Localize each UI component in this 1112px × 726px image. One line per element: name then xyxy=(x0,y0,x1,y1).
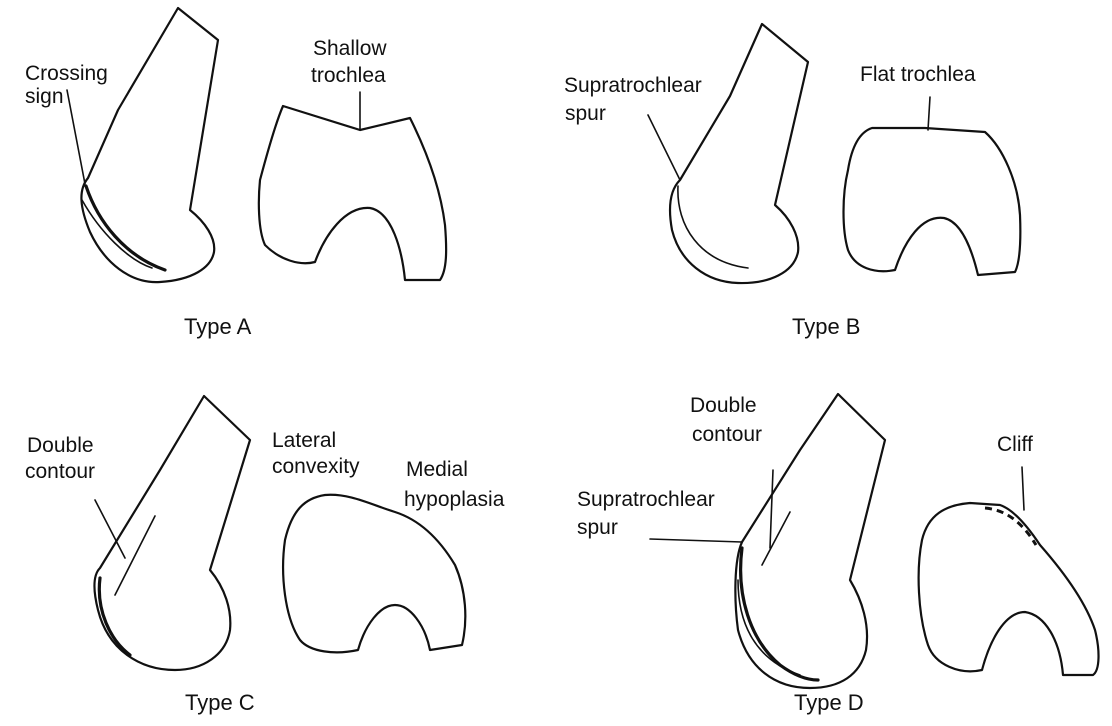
type-d-cliff-dashed-line xyxy=(985,508,1036,545)
type-c-lateral-convexity-label-1: Lateral xyxy=(272,429,336,452)
type-b-spur-label-1: Supratrochlear xyxy=(564,74,702,97)
type-d-cliff-label: Cliff xyxy=(997,433,1033,456)
type-d-double-contour-leader xyxy=(770,470,773,548)
type-b-spur-label-2: spur xyxy=(565,102,606,125)
type-b-trochlea-label: Flat trochlea xyxy=(860,63,976,86)
type-a-crossing-leader xyxy=(67,90,85,184)
type-a-trochlea-label-1: Shallow xyxy=(313,37,387,60)
type-d-spur-leader xyxy=(650,539,742,542)
type-d-spur-label-1: Supratrochlear xyxy=(577,488,715,511)
type-a-crossing-label-1: Crossing xyxy=(25,62,108,85)
type-d-label: Type D xyxy=(794,690,864,715)
type-d-double-contour-label-1: Double xyxy=(690,394,757,417)
type-a-label: Type A xyxy=(184,314,252,339)
panel-type-d: Double contour Supratrochlear spur Cliff… xyxy=(577,394,1099,715)
type-d-axial-trochlea-outline xyxy=(919,503,1099,675)
type-b-spur-leader xyxy=(648,115,680,180)
type-d-double-contour-line xyxy=(762,512,790,565)
panel-type-c: Double contour Lateral convexity Medial … xyxy=(25,396,505,715)
type-c-double-contour-label-2: contour xyxy=(25,460,95,483)
type-b-label: Type B xyxy=(792,314,860,339)
type-a-trochlea-label-2: trochlea xyxy=(311,64,386,87)
type-d-spur-label-2: spur xyxy=(577,516,618,539)
type-c-double-contour-label-1: Double xyxy=(27,434,94,457)
type-c-axial-trochlea-outline xyxy=(283,495,465,653)
type-d-double-contour-inner xyxy=(738,580,800,675)
type-a-axial-trochlea-outline xyxy=(259,106,446,280)
type-b-spur-line xyxy=(678,186,748,268)
type-c-medial-hypoplasia-label-1: Medial xyxy=(406,458,468,481)
type-d-double-contour-label-2: contour xyxy=(692,423,762,446)
type-b-trochlea-leader xyxy=(928,97,930,130)
type-a-lateral-femur-outline xyxy=(81,8,218,282)
type-d-cliff-leader xyxy=(1022,467,1024,510)
type-a-crossing-label-2: sign xyxy=(25,85,64,108)
type-a-crossing-line xyxy=(86,186,165,270)
type-b-axial-trochlea-outline xyxy=(844,128,1021,275)
panel-type-a: Crossing sign Shallow trochlea Type A xyxy=(25,8,446,339)
type-c-lateral-convexity-label-2: convexity xyxy=(272,455,360,478)
type-c-medial-hypoplasia-label-2: hypoplasia xyxy=(404,488,505,511)
type-c-label: Type C xyxy=(185,690,255,715)
type-b-lateral-femur-outline xyxy=(670,24,808,283)
type-c-double-contour-inner xyxy=(115,516,155,595)
type-c-lateral-femur-outline xyxy=(94,396,250,670)
type-c-double-contour-leader xyxy=(95,500,125,558)
panel-type-b: Supratrochlear spur Flat trochlea Type B xyxy=(564,24,1020,339)
